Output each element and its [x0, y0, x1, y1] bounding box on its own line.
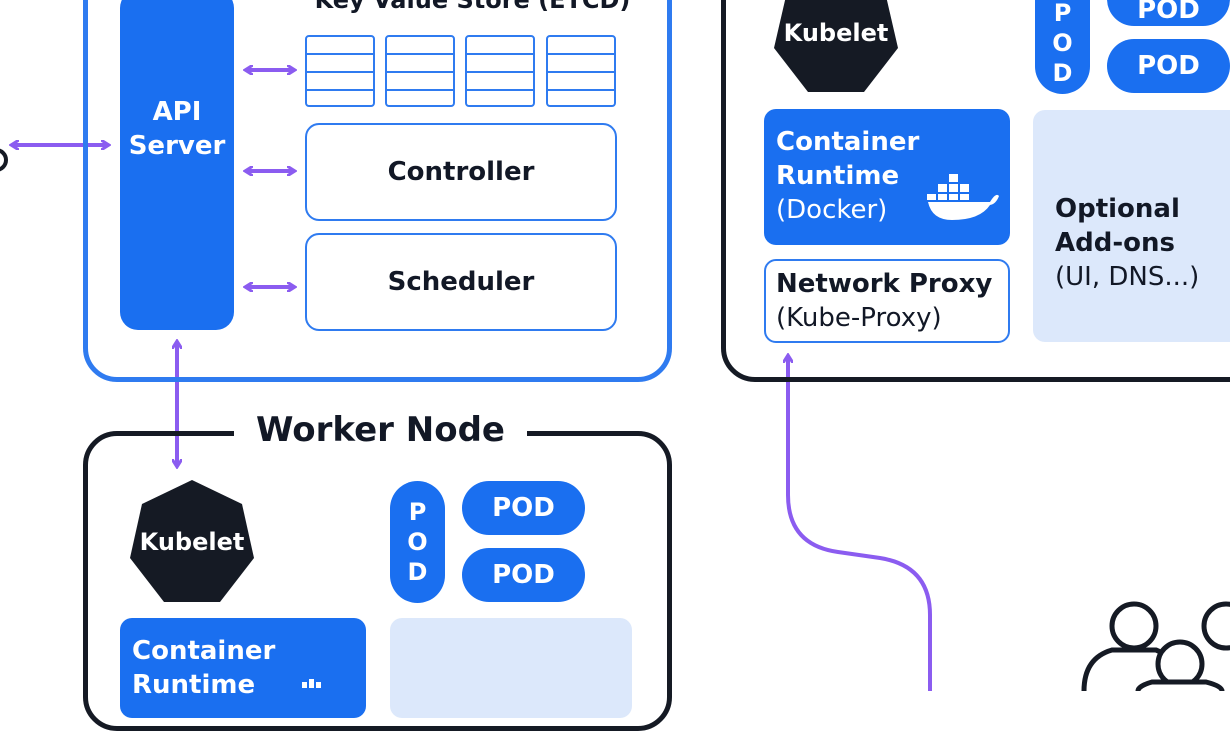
controller-box: Controller — [305, 123, 617, 221]
addons-line1: Optional — [1055, 194, 1180, 224]
pod-vertical-pill: P O D — [390, 481, 445, 603]
external-connector-dot — [0, 148, 8, 172]
proxy-sub: (Kube-Proxy) — [776, 303, 942, 333]
api-server-line2: Server — [128, 131, 226, 161]
proxy-title: Network Proxy — [776, 269, 993, 299]
kubelet-label: Kubelet — [139, 528, 245, 556]
pod-pill: POD — [462, 481, 585, 535]
etcd-label: Key Value Store (ETCD) — [300, 0, 645, 14]
worker-node-frame-right — [721, 0, 1230, 382]
kubelet-heptagon-icon — [774, 0, 898, 92]
pod-vertical-pill: P O D — [1035, 0, 1090, 94]
runtime-line1: Container — [132, 636, 276, 666]
kubelet-heptagon-icon — [130, 480, 254, 602]
pod-letter: O — [407, 528, 428, 556]
docker-whale-icon — [927, 174, 999, 220]
addons-sub: (UI, DNS...) — [1055, 262, 1200, 292]
api-server: API Server — [120, 0, 234, 330]
pod-letter: P — [408, 498, 427, 526]
pod-pill: POD — [1107, 39, 1230, 93]
users-group-icon — [1081, 601, 1230, 691]
container-runtime-box: Container Runtime — [120, 618, 366, 718]
addons-box — [390, 618, 632, 718]
runtime-line1: Container — [776, 127, 920, 157]
addons-line2: Add-ons — [1055, 228, 1175, 258]
pod-letter: P — [1053, 0, 1072, 27]
master-node-frame — [83, 0, 672, 382]
optional-addons-box: Optional Add-ons (UI, DNS...) — [1033, 110, 1230, 342]
docker-whale-icon — [302, 679, 321, 688]
container-runtime-box: Container Runtime (Docker) — [764, 109, 1010, 245]
runtime-sub: (Docker) — [776, 195, 888, 225]
connectors-layer — [0, 0, 932, 691]
pod-letter: D — [407, 558, 428, 586]
runtime-line2: Runtime — [776, 161, 900, 191]
pod-letter: O — [1052, 29, 1073, 57]
etcd-database-icon — [465, 35, 535, 107]
pod-pill: POD — [1107, 0, 1230, 26]
kubelet-label: Kubelet — [783, 19, 889, 47]
etcd-database-icon — [385, 35, 455, 107]
etcd-database-icon — [546, 35, 616, 107]
worker-node-title: Worker Node — [234, 404, 527, 456]
pod-pill: POD — [462, 548, 585, 602]
api-server-line1: API — [152, 97, 202, 127]
network-proxy-box: Network Proxy (Kube-Proxy) — [764, 259, 1010, 343]
scheduler-box: Scheduler — [305, 233, 617, 331]
proxy-route-line — [788, 356, 932, 691]
pod-letter: D — [1052, 59, 1073, 87]
etcd-database-icon — [305, 35, 375, 107]
